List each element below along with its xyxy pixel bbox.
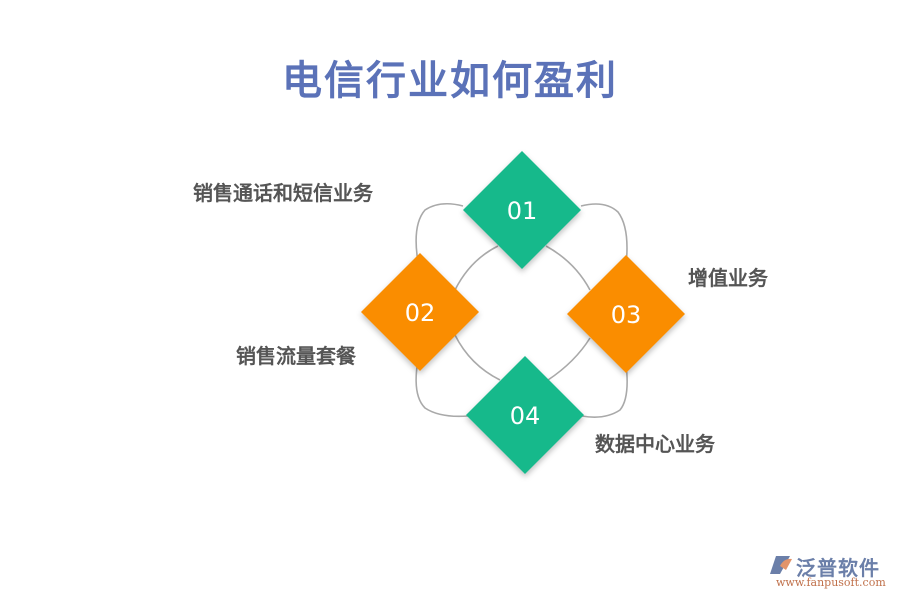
node-label-03: 增值业务	[688, 266, 768, 290]
brand-logo: 泛普软件 www.fanpusoft.com	[766, 552, 896, 592]
node-number-01: 01	[507, 197, 538, 225]
logo-url: www.fanpusoft.com	[776, 576, 886, 589]
node-label-02: 销售流量套餐	[236, 344, 356, 368]
fanpu-logo-icon	[770, 556, 792, 574]
node-number-02: 02	[405, 299, 436, 327]
node-label-01: 销售通话和短信业务	[193, 181, 373, 205]
diamond-04	[466, 356, 584, 474]
diamond-03	[567, 255, 685, 373]
node-number-03: 03	[611, 301, 642, 329]
node-number-04: 04	[510, 402, 541, 430]
logo-name: 泛普软件	[796, 556, 880, 580]
page-title: 电信行业如何盈利	[282, 58, 618, 104]
diamond-02	[361, 253, 479, 371]
node-label-04: 数据中心业务	[595, 432, 715, 456]
connector-lines	[415, 202, 628, 418]
diamond-01	[463, 151, 581, 269]
